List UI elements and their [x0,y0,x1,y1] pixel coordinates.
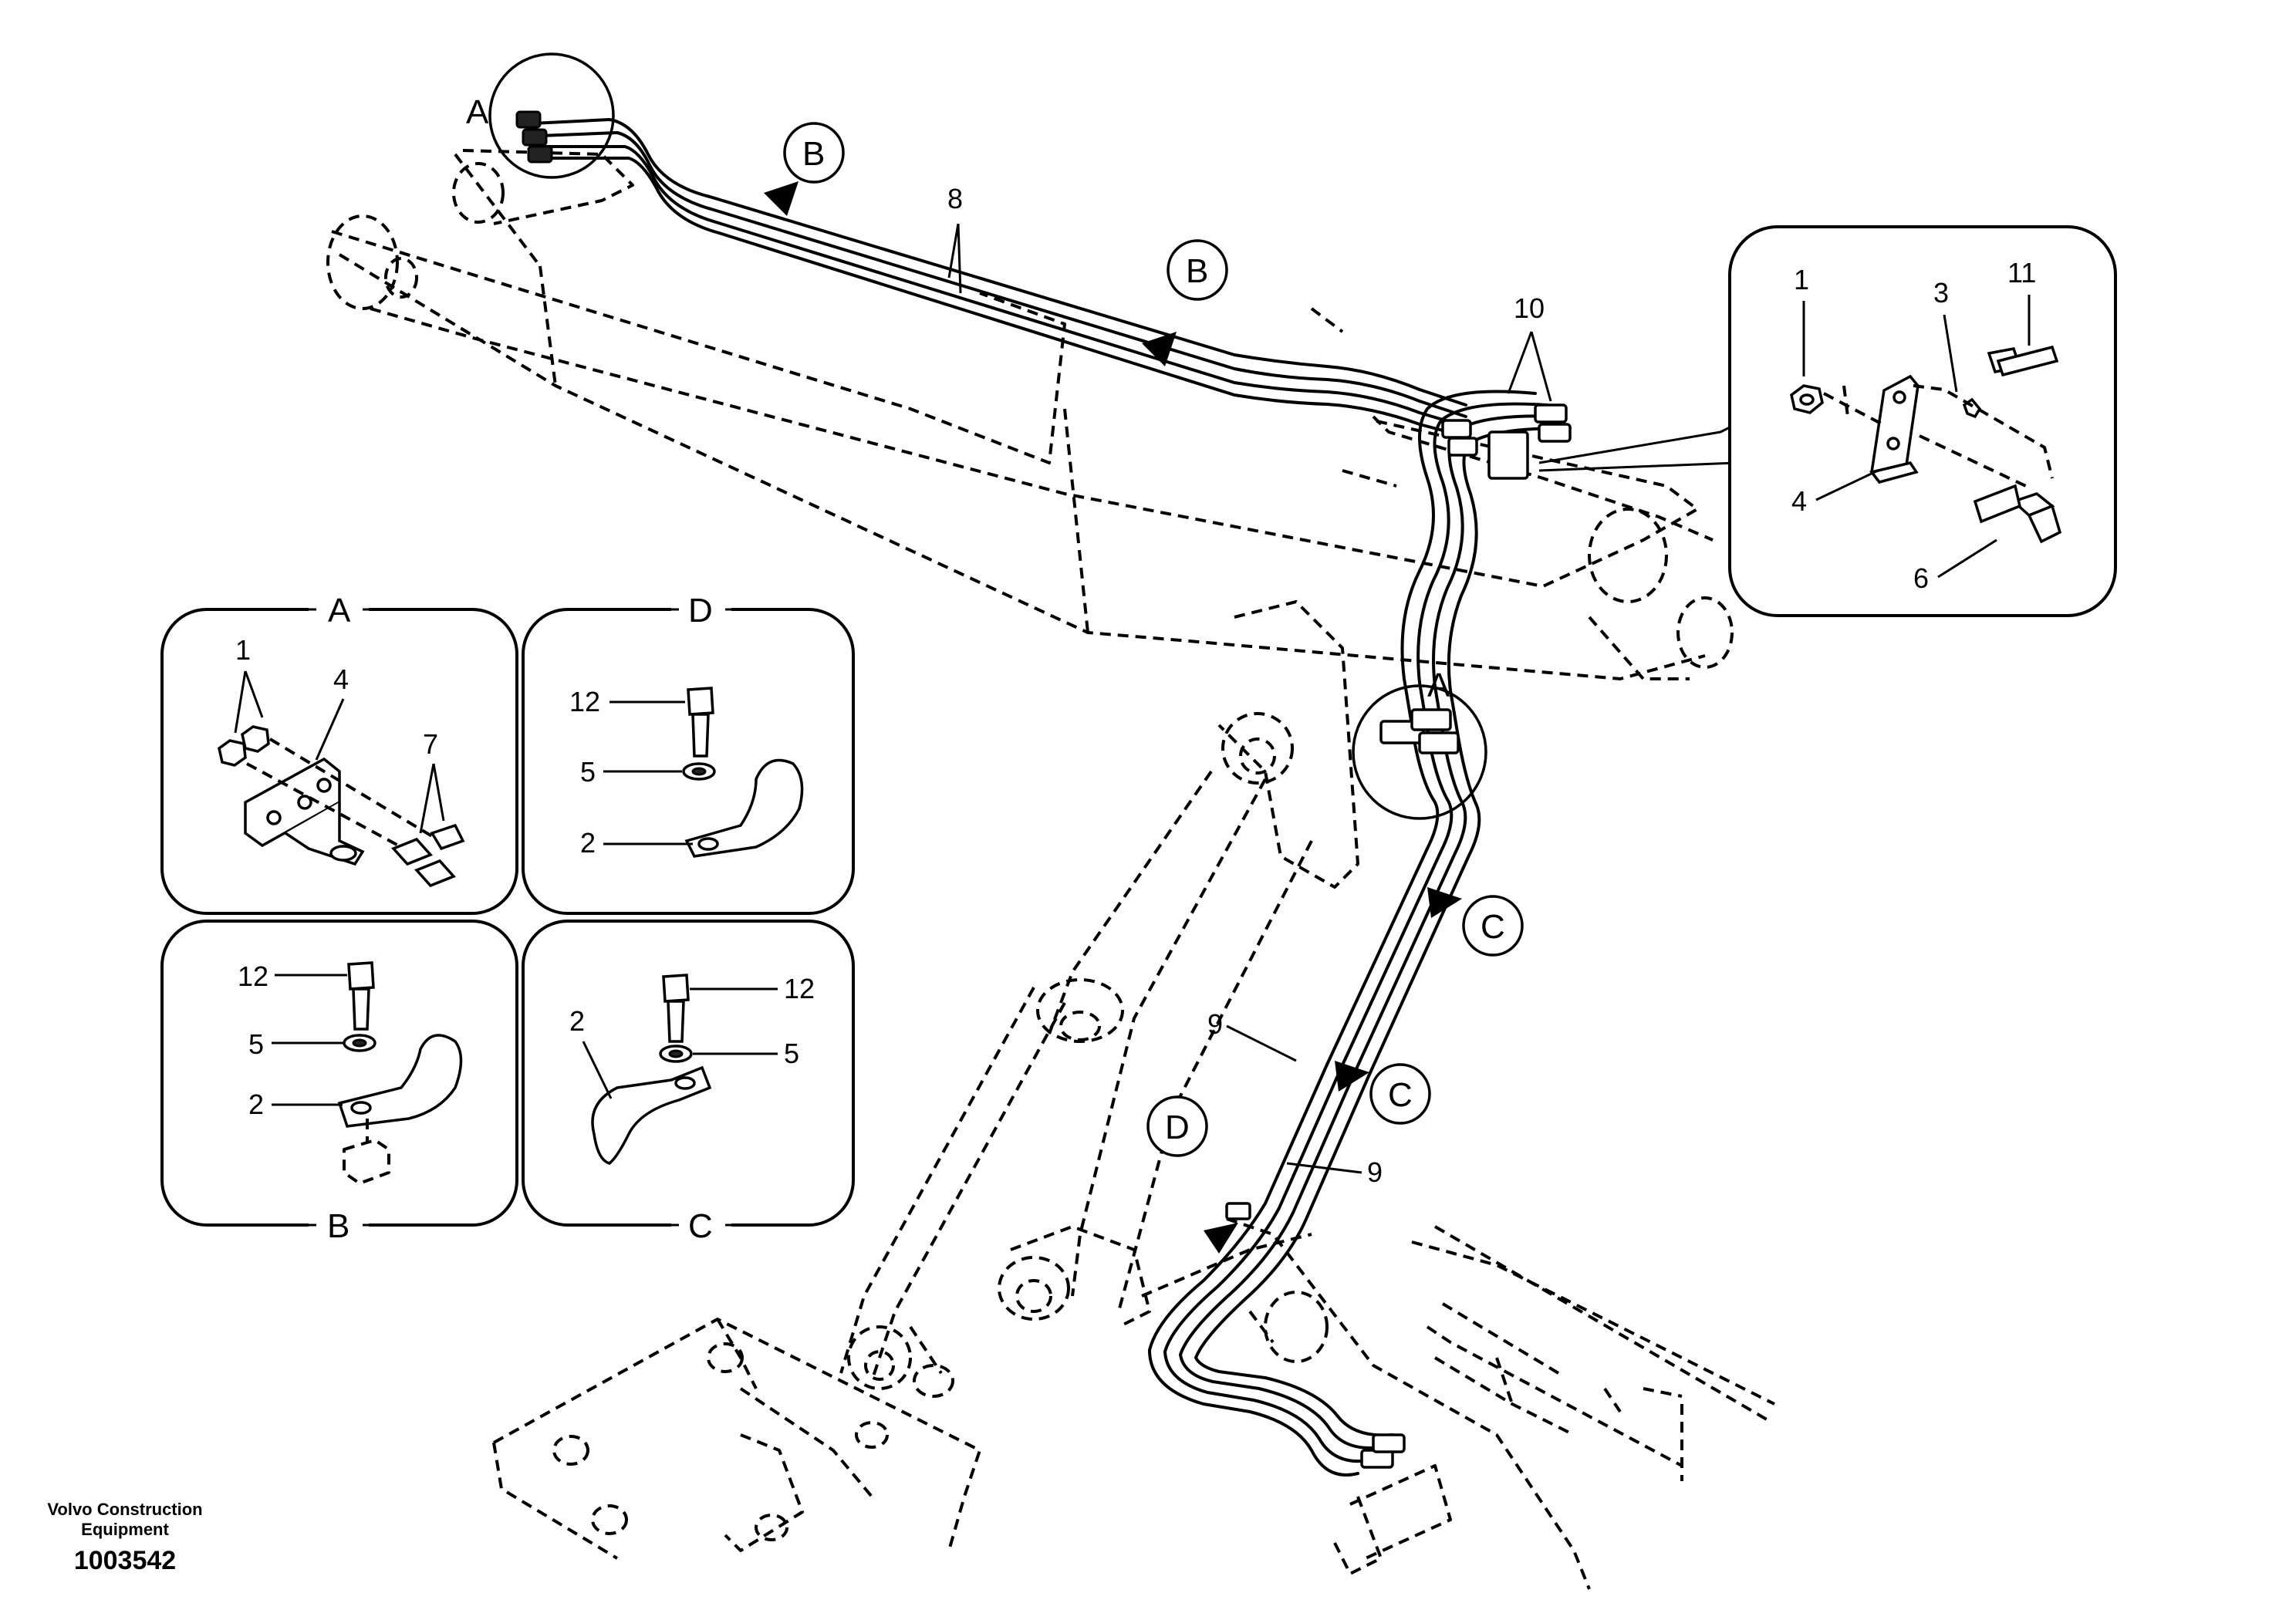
detail-circle-a-mid [1352,684,1487,820]
callout-8: 8 [947,183,963,214]
view-b-callout-2: 2 [248,1088,264,1120]
boom-outline [839,600,1359,1398]
view-d-callout-2: 2 [580,827,596,859]
view-a-callout-7: 7 [423,728,438,760]
panel-callout-11: 11 [2007,257,2036,289]
company-line-2: Equipment [81,1520,169,1539]
callout-9-lower: 9 [1367,1156,1383,1188]
view-c-callout-2: 2 [569,1005,585,1037]
view-a-callout-4: 4 [333,663,349,695]
detail-circle-a-top [488,52,615,179]
detail-a-mid-label: A [1427,667,1450,704]
view-d-callout-5: 5 [580,756,596,788]
drawing-number: 1003542 [74,1546,176,1575]
callout-9-upper: 9 [1207,1008,1223,1040]
panel-callout-1: 1 [1794,264,1809,295]
fittings [515,110,1572,1469]
arm-outline [326,149,1734,680]
view-b-callout-12: 12 [238,960,268,992]
section-arrows [764,181,1462,1254]
panel-callout-3: 3 [1933,277,1949,309]
marker-c-1-label: C [1481,908,1505,946]
view-c-callout-5: 5 [784,1038,799,1069]
marker-c-2-label: C [1388,1076,1413,1114]
view-d-callout-12: 12 [569,686,600,717]
panel-callout-4: 4 [1791,485,1807,517]
marker-d-label: D [1165,1109,1190,1146]
section-markers: B B C C D [783,122,1524,1157]
view-b-panel: B 12 5 2 [160,920,518,1245]
view-a-callout-1: 1 [235,634,251,666]
view-a-title: A [328,592,351,629]
footer-caption: Volvo Construction Equipment 1003542 [47,1500,202,1575]
view-d-panel: D 12 5 2 [522,592,855,915]
frame-outline [492,1217,1775,1590]
marker-b-1-label: B [802,135,825,173]
marker-b-2-label: B [1186,252,1208,290]
view-b-title: B [327,1207,349,1245]
detail-a-top-label: A [466,93,489,131]
view-c-title: C [688,1207,713,1245]
company-line-1: Volvo Construction [47,1500,202,1519]
view-a-panel: A 1 4 7 [160,592,518,915]
callout-10: 10 [1514,292,1545,324]
panel-callout-6: 6 [1913,562,1929,594]
view-c-panel: C 12 5 2 [522,920,855,1245]
view-b-callout-5: 5 [248,1028,264,1060]
detail-panel-bracket: 1 3 11 4 6 [1728,225,2117,617]
view-d-title: D [688,592,713,629]
view-c-callout-12: 12 [784,973,815,1004]
main-callouts: A A 8 10 9 9 [466,93,1737,1188]
pipe-9 [1148,390,1572,1477]
pipe-8 [531,118,1467,438]
